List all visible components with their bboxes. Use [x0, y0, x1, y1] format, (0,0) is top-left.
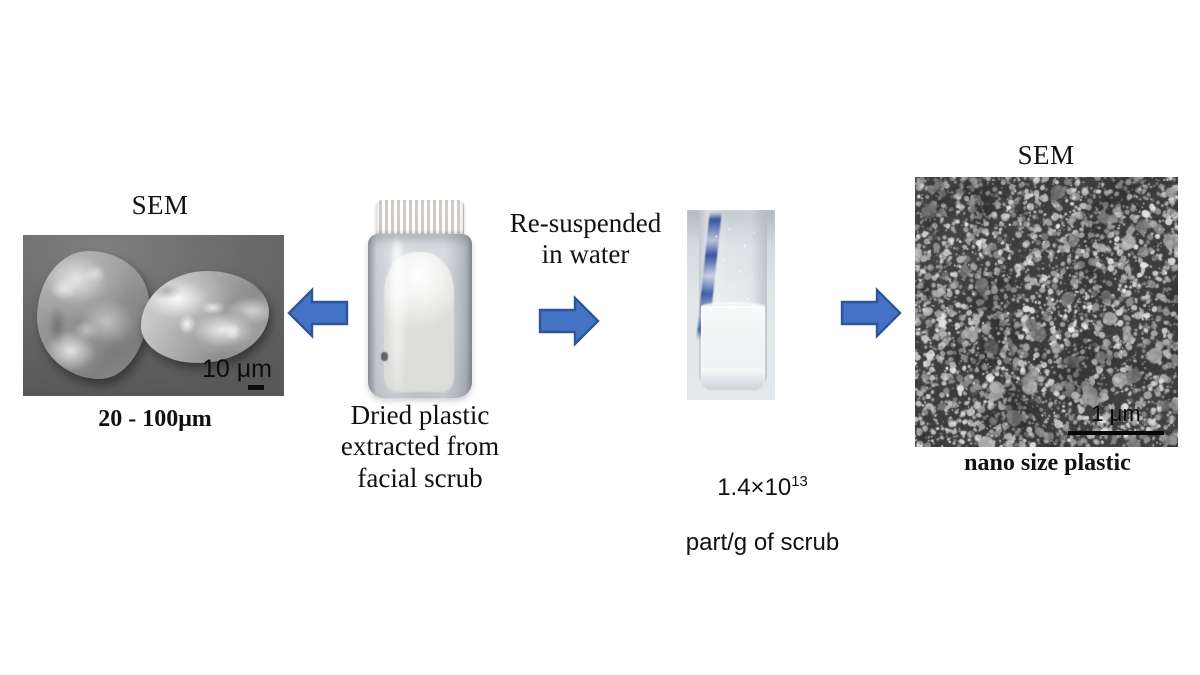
- sem-left-caption: 20 - 100μm: [98, 406, 212, 432]
- arrow-right-icon: [538, 295, 600, 347]
- arrow-left-icon: [287, 287, 349, 339]
- nanoparticle-texture: [915, 177, 1178, 447]
- scale-bar-line-right: [1068, 431, 1164, 435]
- arrow-right-icon: [840, 287, 902, 339]
- glass-vial-with-plastic-suspension: [687, 210, 775, 400]
- microplastic-flake-small: [141, 271, 269, 363]
- sem-micrograph-microplastic-flakes: 10 μm: [23, 235, 284, 396]
- arrow-bottle-to-vial: [538, 292, 600, 350]
- vial-concentration-exponent: 13: [791, 473, 808, 490]
- vial-concentration-units: part/g of scrub: [685, 529, 840, 557]
- microplastic-flake-large: [37, 251, 149, 379]
- sem-left-title: SEM: [131, 190, 189, 220]
- sem-micrograph-nanoplastic-field: 1 μm: [915, 177, 1178, 447]
- bottle-glass-highlight: [390, 240, 405, 390]
- bottle-label-speck: [381, 352, 388, 361]
- vial-concentration-value: 1.4×1013: [655, 446, 870, 502]
- bottle-cap: [376, 200, 464, 238]
- bottle-body: [368, 234, 472, 398]
- scale-bar-group-right: 1 μm: [1068, 403, 1164, 435]
- vial-droplets: [711, 218, 765, 310]
- scale-bar-group-left: 10 μm: [202, 357, 272, 390]
- vial-base: [701, 368, 765, 390]
- arrow-vial-to-sem-right: [840, 284, 902, 342]
- resuspended-in-water-label: Re-suspended in water: [509, 208, 662, 270]
- vial-concentration-caption: 1.4×1013 part/g of scrub: [655, 418, 870, 585]
- sem-right-title: SEM: [1017, 140, 1075, 170]
- arrow-bottle-to-sem-left: [287, 284, 349, 342]
- scale-bar-line-left: [248, 385, 265, 390]
- vial-concentration-mantissa: 1.4×10: [717, 473, 792, 501]
- scale-bar-label-left: 10 μm: [202, 355, 272, 383]
- sem-right-caption: nano size plastic: [964, 450, 1131, 476]
- bottle-of-dried-plastic-powder: [364, 200, 476, 398]
- scale-bar-label-right: 1 μm: [1091, 401, 1141, 426]
- bottle-caption: Dried plastic extracted from facial scru…: [340, 400, 500, 493]
